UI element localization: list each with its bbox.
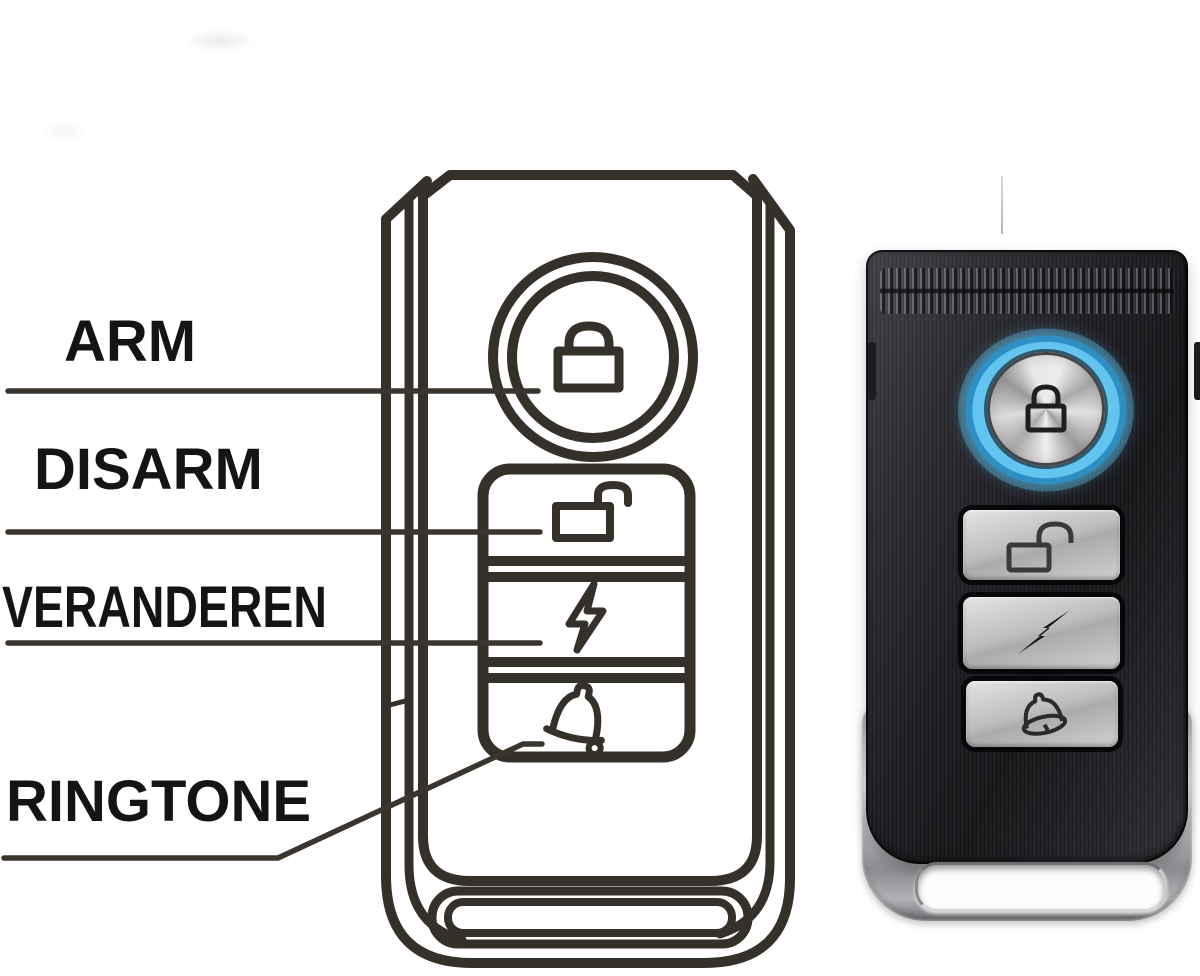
callout-lines [1,388,545,861]
arm-button [987,352,1105,466]
unlock-icon [1006,521,1074,573]
lock-icon [553,321,624,393]
lock-icon [1025,384,1067,433]
lightning-icon [1018,610,1070,654]
disarm-button [963,510,1120,580]
antenna-wire-artifact [1001,176,1003,234]
bell-icon [1021,692,1068,736]
side-tab [1194,342,1200,400]
sketch-remote-outline [381,170,795,968]
label-ringtone: RINGTONE [6,769,312,834]
sketch-button-panel [477,463,696,763]
ringtone-callout-line [1,741,545,861]
lightning-icon [565,580,607,654]
sketch-arm-button [488,252,698,462]
remote-body [866,250,1200,864]
label-veranderen: VERANDEREN [2,575,327,640]
change-button [963,597,1120,669]
unlock-icon [552,481,632,542]
ringtone-button [966,681,1118,747]
photo-remote [858,176,1200,926]
ribbed-top-cap [880,268,1174,314]
side-tab [868,342,876,400]
label-arm: ARM [64,309,197,374]
label-disarm: DISARM [34,437,263,502]
lanyard-slot [915,862,1167,912]
bell-icon [543,681,605,758]
